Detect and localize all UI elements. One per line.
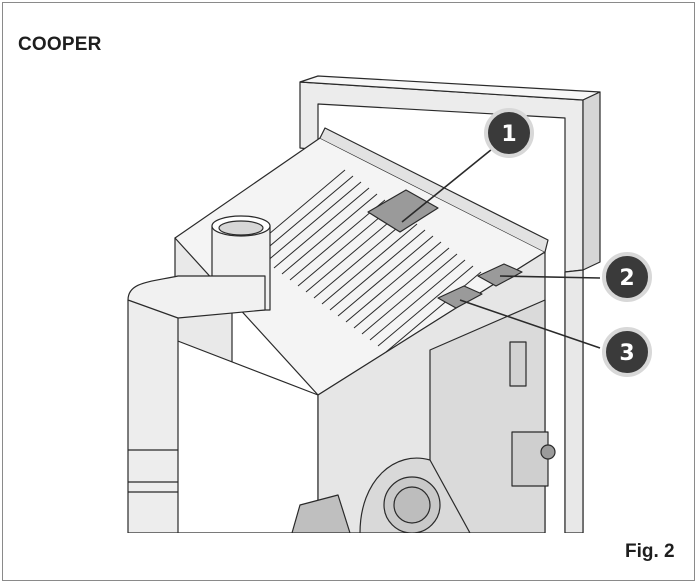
- leader-line-1: [401, 144, 498, 223]
- hinge-bracket: [511, 431, 549, 487]
- svg-text:1: 1: [501, 122, 516, 147]
- leader-line-3: [459, 299, 601, 349]
- highlight-part-2: [477, 263, 523, 287]
- blower-fan: [291, 457, 471, 533]
- highlight-part-3: [437, 285, 483, 309]
- svg-text:2: 2: [619, 266, 634, 291]
- callout-badge-1: 1: [484, 108, 534, 158]
- flue-pipe: [127, 215, 271, 533]
- figure-label: Fig. 2: [625, 541, 675, 562]
- callout-badge-3: 3: [602, 327, 652, 377]
- figure-title: COOPER: [18, 34, 102, 55]
- callout-badge-2: 2: [602, 252, 652, 302]
- highlight-part-1: [367, 189, 439, 233]
- leader-line-2: [499, 275, 601, 279]
- svg-text:3: 3: [619, 341, 634, 366]
